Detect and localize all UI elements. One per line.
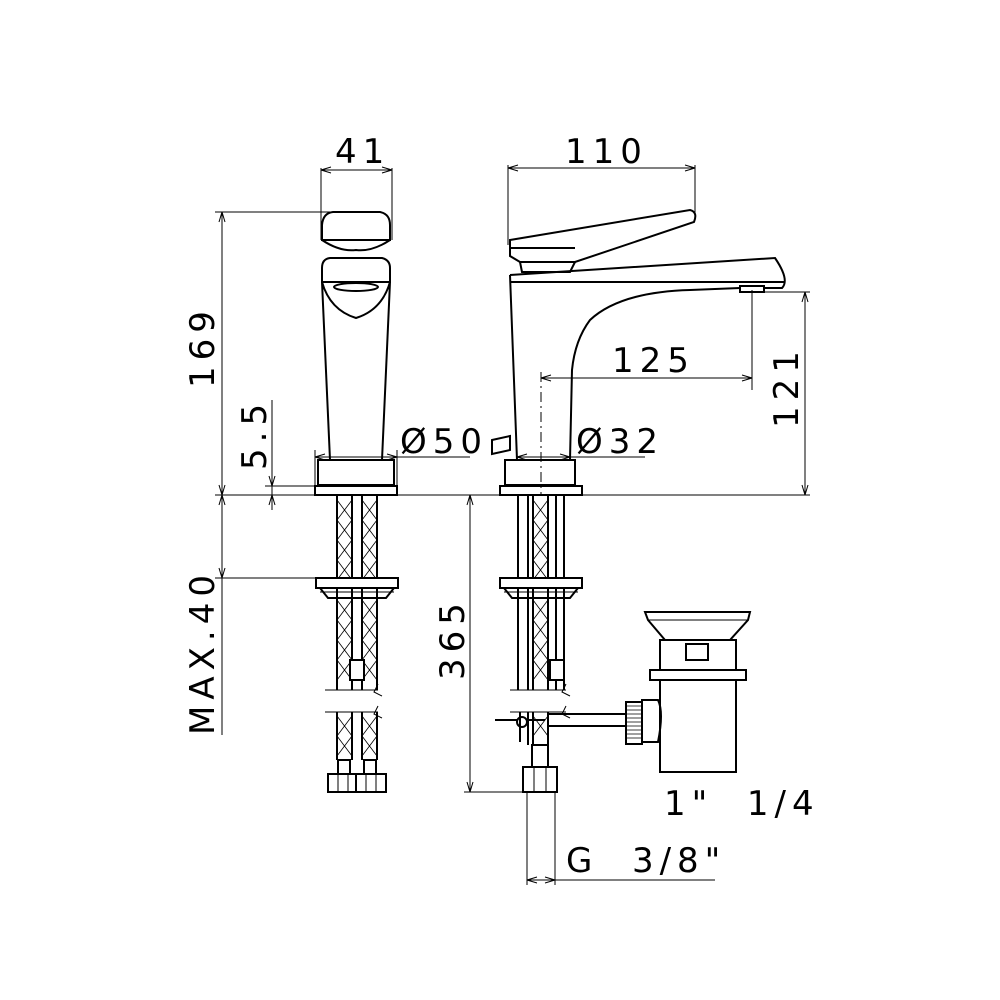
dim-spout-height: 121 [767, 345, 807, 428]
front-view-faucet [314, 211, 398, 496]
dim-125-lines [540, 290, 753, 390]
side-view-hoses [495, 495, 628, 793]
dim-max-deck: MAX.40 [183, 569, 223, 735]
dim-hose-length: 365 [433, 597, 473, 680]
dim-110-lines [507, 164, 696, 245]
dim-32-lines [516, 453, 645, 461]
dim-5.5-lines [265, 400, 318, 510]
dim-base-diameter: Ø50 [400, 422, 488, 462]
dim-base-thickness: 5.5 [235, 398, 275, 470]
dim-50-lines [314, 450, 470, 495]
dim-g38-lines [526, 792, 715, 885]
dim-spout-reach: 125 [612, 341, 695, 381]
dim-connection: G 3/8" [566, 841, 726, 881]
dim-max40-lines [215, 494, 318, 735]
waste-valve [625, 611, 752, 773]
dim-waste-size: 1" 1/4 [664, 784, 820, 824]
dim-365-lines [464, 494, 523, 793]
dim-height-total: 169 [183, 305, 223, 388]
dim-width-side: 110 [565, 132, 648, 172]
dim-41-lines [320, 166, 393, 240]
dim-spout-diameter: Ø32 [576, 422, 664, 462]
side-view-faucet [491, 208, 786, 496]
dim-width-front: 41 [335, 132, 390, 172]
dim-169-lines [215, 211, 330, 496]
front-view-hoses [315, 495, 399, 793]
dim-121-lines [764, 291, 810, 496]
